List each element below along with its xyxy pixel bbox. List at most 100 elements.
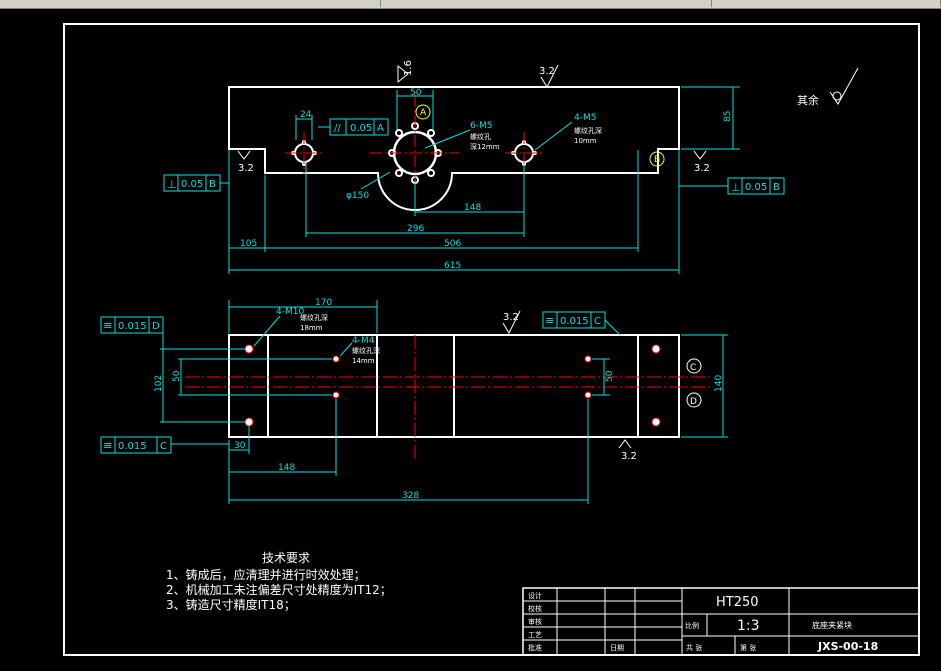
datum-a-label: A <box>420 108 427 118</box>
tol-perp-left-symbol: ⊥ <box>167 178 177 191</box>
top-roughness-symbols <box>237 64 859 160</box>
tb-sheet-label: 共 张 <box>686 643 702 652</box>
tol-perp-left-value: 0.05 <box>181 179 203 190</box>
datum-a-marker <box>415 104 431 120</box>
datum-b-label: B <box>654 155 660 165</box>
note-4m10-b: 18mm <box>300 324 323 332</box>
tb-row-approve: 批准 <box>528 643 542 652</box>
dim-24: 24 <box>300 110 312 120</box>
tb-row-process: 工艺 <box>528 631 542 639</box>
bottom-roughness-symbols <box>502 310 632 449</box>
roughness-left-value: 3.2 <box>238 163 254 174</box>
dim-dia150: φ150 <box>346 191 369 201</box>
tb-scale-label: 比例 <box>685 621 699 630</box>
tol-perp-left-ref: B <box>209 179 216 190</box>
note-4m5-b: 10mm <box>574 137 597 145</box>
note-6m5: 6-M5 <box>470 121 492 131</box>
drawing-frame <box>63 23 920 656</box>
datum-c-marker <box>686 358 702 374</box>
dim-296: 296 <box>407 224 424 234</box>
dim-506: 506 <box>444 239 461 249</box>
dim-105: 105 <box>240 239 257 249</box>
toolbar-segment[interactable] <box>0 0 381 7</box>
tol-sym-top-value: 0.015 <box>118 321 147 332</box>
dim-50: 50 <box>410 88 422 98</box>
tb-drawing-number: JXS-00-18 <box>817 640 878 653</box>
dim-85: 85 <box>723 111 733 122</box>
tol-parallel-symbol: // <box>334 123 341 134</box>
toolbar-segment[interactable] <box>712 0 941 7</box>
dim-148: 148 <box>464 203 481 213</box>
tol-sym-bottom-symbol: ≡ <box>103 439 112 452</box>
tb-part-name: 底座夹紧块 <box>812 620 852 630</box>
top-centerlines <box>285 95 543 200</box>
title-block: 设计 校核 审核 工艺 批准 日期 比例 共 张 第 张 底座夹紧块 HT250… <box>522 587 920 656</box>
tol-perp-right-ref: B <box>773 182 780 193</box>
top-view: 50 24 85 φ150 148 296 105 506 615 6-M5 螺… <box>163 60 859 274</box>
dim-615: 615 <box>444 261 461 271</box>
tb-row-review: 审核 <box>528 617 542 626</box>
tol-sym-top-ref: D <box>152 321 160 332</box>
tb-row-check: 校核 <box>528 604 542 613</box>
bottom-view: 170 30 148 328 102 50 50 140 4-M10 螺纹孔深 … <box>100 298 728 504</box>
datum-b-marker <box>649 151 665 167</box>
bottom-centerlines <box>185 335 710 460</box>
tb-row-design: 设计 <box>528 591 542 600</box>
datum-c-label: C <box>690 363 696 373</box>
dim-50-right: 50 <box>605 370 615 382</box>
dim-50-left: 50 <box>172 370 182 382</box>
cad-drawing-canvas[interactable]: 50 24 85 φ150 148 296 105 506 615 6-M5 螺… <box>0 9 941 671</box>
top-dimension-lines <box>228 86 740 274</box>
dim-30: 30 <box>234 441 246 451</box>
roughness-top-value: 3.2 <box>539 66 555 77</box>
note-4m5-a: 螺纹孔深 <box>574 126 602 135</box>
tech-line-2: 2、机械加工未注偏差尺寸处精度为IT12； <box>166 582 392 597</box>
dim-148-bottom: 148 <box>278 463 295 473</box>
tech-title: 技术要求 <box>262 551 310 565</box>
datum-d-label: D <box>690 397 697 407</box>
bottom-holes <box>244 344 661 427</box>
datum-d-marker <box>686 392 702 408</box>
roughness-datum-value: 1.6 <box>403 60 414 76</box>
tol-perp-right-value: 0.05 <box>745 182 767 193</box>
tech-requirements: 技术要求 1、铸成后，应清理并进行时效处理； 2、机械加工未注偏差尺寸处精度为I… <box>166 551 392 612</box>
tb-date-label: 日期 <box>610 644 624 652</box>
note-4m10-a: 螺纹孔深 <box>300 313 328 322</box>
bottom-tolerance-frames[interactable] <box>100 311 606 454</box>
roughness-bottom-top-value: 3.2 <box>503 312 519 323</box>
toolbar-segment[interactable] <box>381 0 712 7</box>
roughness-bottom-value: 3.2 <box>621 451 637 462</box>
note-4m4-b: 14mm <box>352 357 375 365</box>
tol-sym-bottom-ref: C <box>160 441 167 452</box>
tol-perp-right-symbol: ⊥ <box>731 181 741 194</box>
note-4m4: 4-M4 <box>352 336 375 346</box>
tech-line-1: 1、铸成后，应清理并进行时效处理； <box>166 567 366 582</box>
tol-parallel-ref: A <box>377 123 384 134</box>
tol-sym-top-symbol: ≡ <box>103 319 112 332</box>
tol-sym-right-symbol: ≡ <box>545 314 554 327</box>
note-6m5-b: 深12mm <box>470 142 500 151</box>
tb-sheet-label-2: 第 张 <box>740 643 756 652</box>
tb-scale: 1:3 <box>737 618 760 634</box>
bottom-dimension-lines <box>160 300 728 504</box>
top-view-outline <box>228 86 680 211</box>
tb-material: HT250 <box>716 595 759 610</box>
note-4m4-a: 螺纹孔深 <box>352 346 380 355</box>
roughness-right-value: 3.2 <box>694 163 710 174</box>
roughness-circle <box>832 91 842 101</box>
dim-328: 328 <box>402 491 419 501</box>
tol-parallel-value: 0.05 <box>350 123 372 134</box>
tech-line-3: 3、铸造尺寸精度IT18； <box>166 597 296 612</box>
window-toolbar-strip <box>0 0 941 9</box>
tol-sym-bottom-value: 0.015 <box>118 441 147 452</box>
remaining-roughness-label: 其余 <box>797 93 819 107</box>
note-6m5-a: 螺纹孔 <box>470 132 491 141</box>
bottom-view-sections <box>267 335 639 437</box>
dim-140: 140 <box>714 375 724 392</box>
note-4m10: 4-M10 <box>276 307 304 317</box>
top-tolerance-frames[interactable] <box>163 118 785 195</box>
tol-sym-right-ref: C <box>594 316 601 327</box>
dim-170: 170 <box>315 298 332 308</box>
dim-102: 102 <box>154 375 164 392</box>
note-4m5: 4-M5 <box>574 113 596 123</box>
